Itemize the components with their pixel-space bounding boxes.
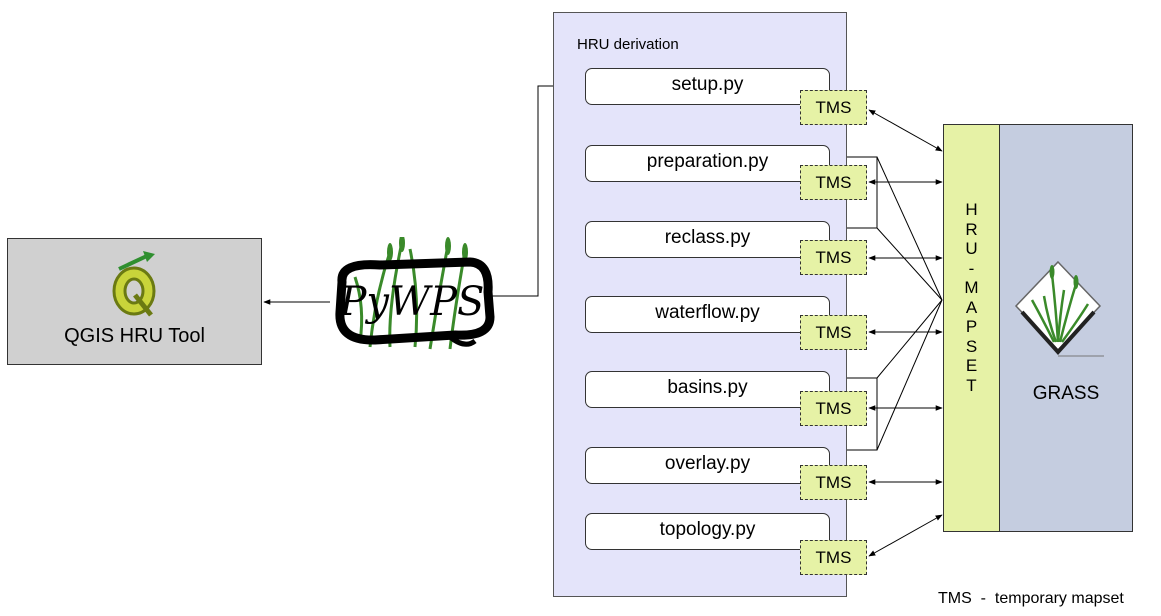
qgis-logo-icon xyxy=(112,251,156,317)
script-reclass: reclass.py xyxy=(585,221,830,258)
hru-mapset-letter: M xyxy=(964,278,979,297)
tms-box-overlay: TMS xyxy=(800,465,867,500)
legend-separator: - xyxy=(980,590,986,607)
hru-mapset-letter: S xyxy=(965,336,978,356)
bracket-diagonal-4 xyxy=(876,299,943,379)
hru-mapset-letter: E xyxy=(965,356,978,375)
qgis-hru-tool-box: QGIS HRU Tool xyxy=(7,238,262,365)
pywps-logo-icon: PyWPS xyxy=(335,237,495,350)
legend-abbr: TMS xyxy=(938,590,972,607)
hru-mapset-letter: H xyxy=(965,200,978,219)
tms-box-reclass: TMS xyxy=(800,240,867,275)
bracket-diagonal-1 xyxy=(876,156,943,301)
hru-mapset-strip: H R U - M A P S E T xyxy=(943,124,1000,532)
hru-mapset-letter: A xyxy=(965,297,978,317)
pywps-logo-text: PyWPS xyxy=(339,279,485,325)
script-topology: topology.py xyxy=(585,513,830,550)
grass-logo-icon xyxy=(1014,260,1104,357)
script-setup: setup.py xyxy=(585,68,830,105)
hru-mapset-label: H R U - M A P S E T xyxy=(944,200,999,395)
hru-mapset-letter: R xyxy=(965,219,978,239)
panel-title: HRU derivation xyxy=(577,36,679,53)
tms-box-topology: TMS xyxy=(800,540,867,575)
tms-box-basins: TMS xyxy=(800,391,867,426)
hru-mapset-letter: T xyxy=(966,375,977,395)
hru-mapset-letter: - xyxy=(968,258,975,278)
hru-mapset-letter: U xyxy=(965,239,978,258)
hru-mapset-letter: P xyxy=(965,317,978,336)
grass-box: GRASS xyxy=(1000,124,1133,532)
qgis-label: QGIS HRU Tool xyxy=(64,325,205,347)
preparation-bracket xyxy=(846,156,878,229)
basins-bracket xyxy=(846,377,878,451)
script-overlay: overlay.py xyxy=(585,447,830,484)
tms-link-7 xyxy=(868,514,943,557)
tms-legend: TMS - temporary mapset xyxy=(938,590,1124,608)
tms-box-setup: TMS xyxy=(800,90,867,125)
bracket-diagonal-2 xyxy=(876,299,943,451)
tms-box-preparation: TMS xyxy=(800,165,867,200)
bracket-diagonal-3 xyxy=(876,227,943,301)
legend-meaning: temporary mapset xyxy=(994,590,1124,607)
script-basins: basins.py xyxy=(585,371,830,408)
grass-label: GRASS xyxy=(1032,383,1100,404)
tms-link-1 xyxy=(868,109,943,152)
tms-box-waterflow: TMS xyxy=(800,315,867,350)
script-preparation: preparation.py xyxy=(585,145,830,182)
script-waterflow: waterflow.py xyxy=(585,296,830,333)
